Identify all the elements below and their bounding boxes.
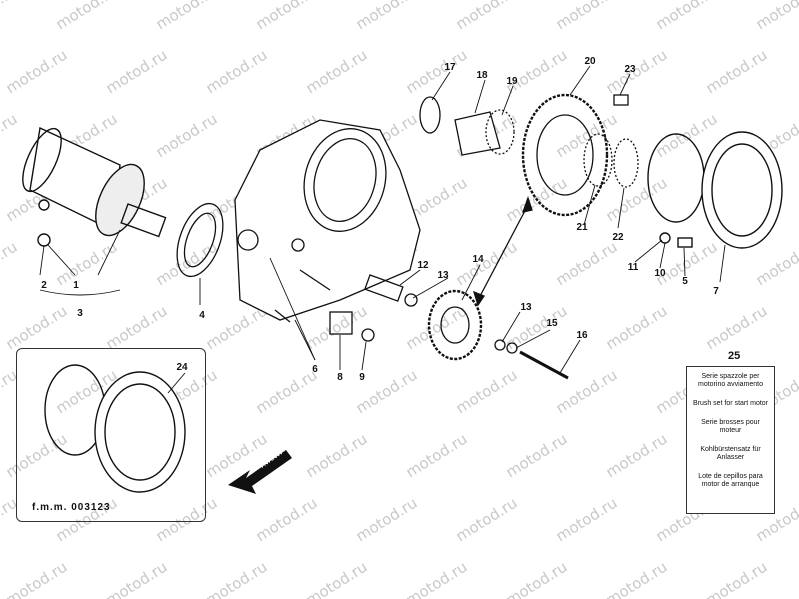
watermark-text: motod.ru [103,302,171,354]
part-number-22: 22 [612,232,624,243]
flywheel [647,131,783,249]
legend-line-es: Lote de cepillos para motor de arranque [698,473,763,488]
watermark-text: motod.ru [253,494,321,546]
watermark-text: motod.ru [603,174,671,226]
watermark-text: motod.ru [553,494,621,546]
inset-detail-frame [16,348,206,522]
part-number-15: 15 [546,318,558,329]
watermark-text: motod.ru [403,46,471,98]
watermark-text: motod.ru [403,302,471,354]
watermark-text: motod.ru [253,0,321,33]
starter-drive-assembly [419,93,639,217]
watermark-text: motod.ru [553,238,621,290]
part-number-3: 3 [77,308,83,319]
watermark-text: motod.ru [703,558,771,599]
watermark-text: motod.ru [453,494,521,546]
part-number-8: 8 [337,372,343,383]
leader-lines [39,65,726,394]
watermark-text: motod.ru [753,238,799,290]
watermark-text: motod.ru [503,558,571,599]
part-number-18: 18 [476,70,488,81]
watermark-text: motod.ru [3,558,71,599]
watermark-text: motod.ru [453,366,521,418]
gasket [176,202,224,278]
part-number-17: 17 [444,62,456,73]
watermark-text: motod.ru [553,0,621,33]
inset-flywheel [44,364,186,493]
starter-motor [22,126,167,247]
part-number-5: 5 [682,276,688,287]
watermark-text: motod.ru [353,0,421,33]
watermark-text: motod.ru [0,110,20,162]
watermark-text: motod.ru [453,238,521,290]
legend-part-number: 25 [728,350,741,362]
watermark-text: motod.ru [103,46,171,98]
part-number-13: 13 [437,270,449,281]
watermark-text: motod.ru [603,302,671,354]
watermark-text: motod.ru [203,46,271,98]
watermark-text: motod.ru [653,0,721,33]
part-number-24: 24 [176,362,188,373]
watermark-text: motod.ru [53,0,121,33]
watermark-text: motod.ru [3,302,71,354]
legend-line-en: Brush set for start motor [692,400,769,407]
watermark-text: motod.ru [253,366,321,418]
brush-set-legend: Serie spazzole per motorino avviamento B… [686,366,775,514]
watermark-text: motod.ru [3,46,71,98]
figure-code: f.m.m. 003123 [32,502,111,513]
watermark-text: motod.ru [553,366,621,418]
watermark-text: motod.ru [403,430,471,482]
watermark-text: motod.ru [303,430,371,482]
watermark-text: motod.ru [0,0,20,33]
watermark-text: motod.ru [453,0,521,33]
watermark-text: motod.ru [103,558,171,599]
watermark-text: motod.ru [553,110,621,162]
engagement-arrow [472,196,533,307]
watermark-text: motod.ru [503,430,571,482]
part-number-2: 2 [41,280,47,291]
part-number-4: 4 [199,310,205,321]
part-number-1: 1 [73,280,79,291]
watermark-text: motod.ru [603,46,671,98]
part-number-11: 11 [628,262,639,273]
part-number-10: 10 [654,268,666,279]
watermark-text: motod.ru [303,46,371,98]
legend-line-it: Serie spazzole per motorino avviamento [698,373,763,388]
watermark-text: motod.ru [753,0,799,33]
watermark-text: motod.ru [53,238,121,290]
watermark-text: motod.ru [403,558,471,599]
idler-gear-assembly [329,274,569,380]
part-number-19: 19 [506,76,518,87]
watermark-text: motod.ru [503,302,571,354]
part-number-21: 21 [576,222,588,233]
watermark-text: motod.ru [703,46,771,98]
part-number-20: 20 [584,56,596,67]
watermark-text: motod.ru [353,494,421,546]
part-number-9: 9 [359,372,365,383]
part-number-16: 16 [576,330,588,341]
part-number-14: 14 [472,254,484,265]
part-number-7: 7 [713,286,719,297]
crankcase-cover [234,119,421,323]
part-number-13: 13 [520,302,532,313]
legend-line-de: Kohlbürstensatz für Anlasser [700,446,761,461]
watermark-text: motod.ru [0,238,20,290]
watermark-text: motod.ru [603,558,671,599]
legend-line-fr: Serie brosses pour moteur [701,419,760,434]
watermark-text: motod.ru [203,558,271,599]
part-number-12: 12 [417,260,429,271]
watermark-text: motod.ru [153,0,221,33]
watermark-text: motod.ru [153,110,221,162]
watermark-text: motod.ru [703,302,771,354]
watermark-text: motod.ru [603,430,671,482]
part-number-6: 6 [312,364,318,375]
watermark-text: motod.ru [303,558,371,599]
watermark-text: motod.ru [503,46,571,98]
part-number-23: 23 [624,64,636,75]
